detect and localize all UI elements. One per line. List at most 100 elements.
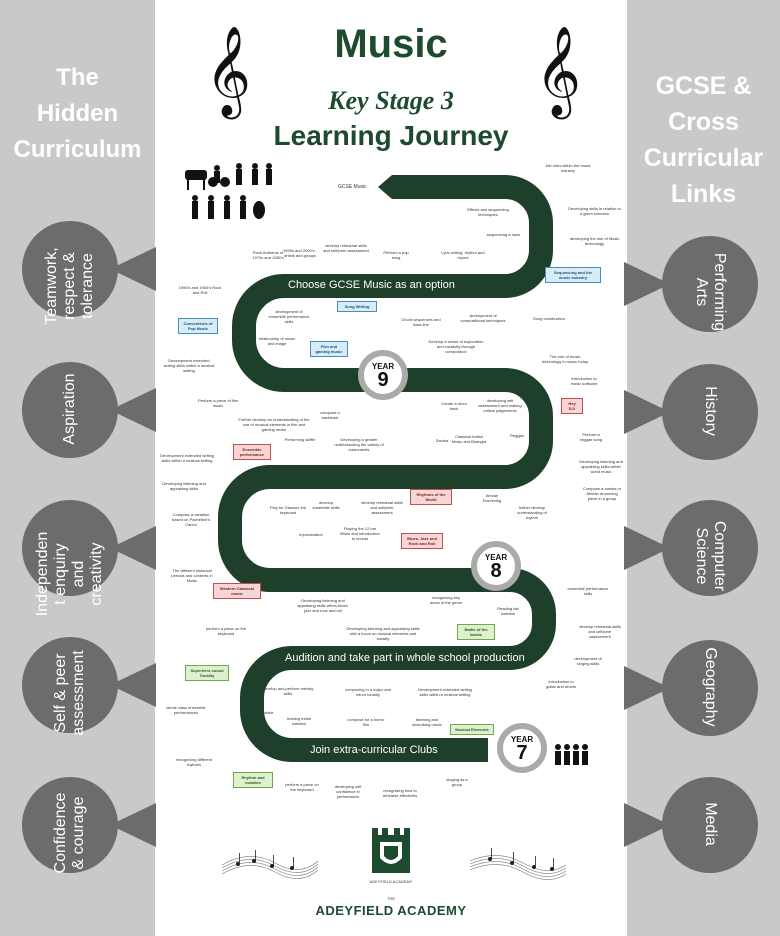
topic-tag: Rhythms of the World (410, 489, 452, 505)
year-8-number: 8 (490, 560, 502, 582)
bubble-media: Media (662, 777, 758, 873)
note: Perform a reggae song (579, 432, 603, 442)
note: reading treble notation (286, 716, 312, 726)
road-label-clubs: Join extra-curricular Clubs (310, 744, 438, 756)
note: developing self confidence in performanc… (334, 784, 362, 799)
topic-tag: Western Classical music (213, 583, 261, 599)
bubble-aspiration: Aspiration (22, 362, 118, 458)
bubble-computer-science: Computer Science (662, 500, 758, 596)
note: ensemble performance skills (567, 586, 609, 596)
note: development of singing skills (574, 656, 602, 666)
academy-the-text: THE (387, 896, 395, 901)
topic-tag: Musical Elements (450, 724, 494, 735)
year-9-badge: YEAR 9 (358, 350, 408, 400)
note: develop ensemble skills (312, 500, 340, 510)
note: Introduction to music software (570, 376, 598, 386)
note: Compose a samba or African drumming piec… (582, 486, 622, 501)
note: Developing listening and appraising skil… (346, 626, 420, 641)
year-7-badge: YEAR 7 (497, 723, 547, 773)
note: recognising different rhythms (176, 757, 212, 767)
note: Lyric writing, rhythm and rhyme (441, 250, 485, 260)
note: Reading tab notation (497, 606, 519, 616)
note: Improvisation (299, 532, 323, 537)
note: development of ensemble performance skil… (268, 309, 310, 324)
note: compose for a horror film (347, 717, 385, 727)
year-8-word: YEAR (484, 553, 508, 562)
note: Effects and sequencing techniques (467, 207, 509, 217)
page-heading: Learning Journey (273, 120, 509, 151)
treble-clef-icon: 𝄞 (205, 26, 252, 116)
note: Perform a pop song (383, 250, 409, 260)
topic-tag: Song Writing (337, 301, 377, 312)
year-9-number: 9 (377, 369, 389, 391)
topic-tag: Rhythm and notation (233, 772, 273, 788)
bubble-independent-enquiry: Independen t enquiry and creativity (22, 500, 118, 616)
bubble-geography: Geography (662, 640, 758, 736)
gcse-cross-curricular-heading: GCSE & Cross Curricular Links (643, 72, 764, 208)
musicians-silhouette-icon (185, 163, 272, 219)
topic-tag: Superhero sound Tonality (185, 665, 229, 681)
topic-tag: Blues, Jazz and Rock and Roll (401, 533, 443, 549)
note: relationship of music and image (258, 336, 296, 346)
note: Developing skills in relation to a given… (568, 206, 621, 216)
note: Create a drum track (441, 401, 467, 411)
topic-tag: Film and gaming music (310, 341, 348, 357)
note: Perform a piece of film music (198, 398, 239, 408)
note: recognising how to rehearse effectively (382, 788, 418, 798)
bubble-history: History (662, 364, 758, 460)
crest-ribbon-text: ADEYFIELD ACADEMY (369, 879, 413, 884)
note: Performing skiffle (284, 437, 316, 442)
music-notes-icon (221, 850, 319, 879)
note: Song construction (532, 316, 566, 321)
note: Developing listening and appraising skil… (579, 459, 623, 474)
bubble-teamwork: Teamwork, respect & tolerance (22, 221, 118, 325)
note: whole class ensemble performances (166, 705, 206, 715)
note: perform a piece on the keyboard (285, 782, 319, 792)
note: Play for Glasson the keyboard (269, 505, 307, 515)
gcse-music-label: GCSE Music (338, 184, 367, 190)
note: singing as a group (446, 777, 468, 787)
page-title: Music (334, 22, 448, 66)
note: develop rehearsal skills and self/peer a… (361, 500, 403, 515)
note: Samba (435, 438, 449, 443)
note: listening and describing music (412, 717, 442, 727)
bubble-self-peer: Self & peer assessment (22, 637, 118, 736)
note: Developing a greater understanding the v… (334, 437, 384, 452)
note: Introduction to guitar and drums (545, 679, 576, 689)
note: Rock Anthems of 1970s and 1980's (252, 250, 284, 260)
academy-name: ADEYFIELD ACADEMY (315, 903, 467, 918)
topic-tag: Battle of the bands (457, 624, 495, 640)
note: Reggae (509, 433, 524, 438)
note: recognising key areas of the genre (429, 595, 463, 605)
note: Developing listening and appraising skil… (297, 598, 349, 613)
note: sequencing a track (486, 232, 521, 237)
note: Classical Indian Music and Bhangra (451, 434, 487, 444)
academy-crest-logo (372, 828, 410, 873)
note: Job roles within the music industry (545, 163, 591, 173)
note: develop rehearsal skills and self/peer a… (323, 243, 369, 253)
note: Development extended writing skills with… (418, 687, 472, 697)
bubble-confidence: Confidence & courage (22, 777, 118, 873)
year-7-word: YEAR (510, 735, 534, 744)
page-subtitle: Key Stage 3 (328, 86, 454, 115)
note: Further develop an understanding of the … (238, 417, 310, 432)
note: Development extended writing skills with… (160, 453, 214, 463)
hidden-curriculum-heading: The Hidden Curriculum (13, 64, 142, 163)
topic-tag: Conventions of Pop Music (178, 318, 218, 334)
note: ukulele (260, 710, 274, 715)
note: Development extended writing skills with… (163, 358, 215, 373)
note: development of compositional techniques (460, 313, 506, 323)
year-8-badge: YEAR 8 (471, 541, 521, 591)
note: The role of music technology in music to… (541, 354, 589, 364)
music-notes-icon (469, 848, 567, 880)
road-label-audition: Audition and take part in whole school p… (285, 652, 525, 664)
note: Develop a sense of exploration and creat… (428, 339, 484, 354)
treble-clef-icon: 𝄞 (535, 26, 582, 116)
note: composing in a major and minor tonality (345, 687, 391, 697)
topic-tag: Hey DJ! (561, 398, 583, 414)
bubble-performing-arts: Performing Arts (662, 236, 758, 332)
note: Playing the 12 bar Blues and introductio… (340, 526, 380, 541)
note: Developing listening and appraising skil… (162, 481, 206, 491)
note: 1950's and 1960's Rock and Roll (178, 285, 222, 295)
